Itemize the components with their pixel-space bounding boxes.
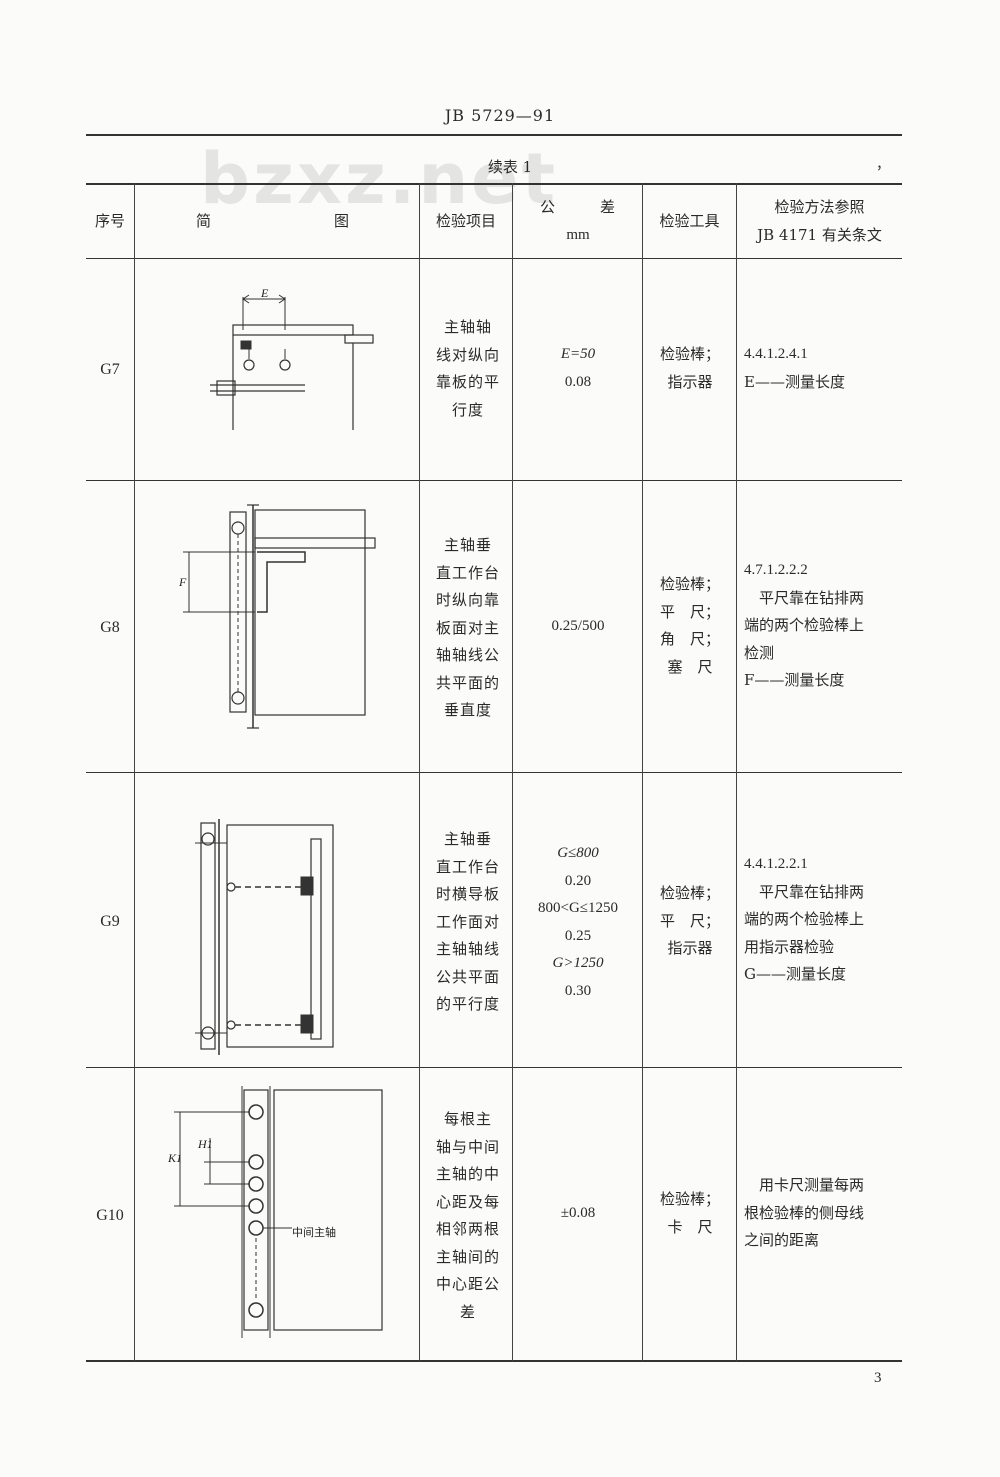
page-number: 3 xyxy=(874,1370,882,1386)
row-id: G8 xyxy=(100,619,120,636)
column-header-unit: mm xyxy=(566,227,590,243)
column-header-item: 检验项目 xyxy=(435,212,496,230)
column-header-seq: 序号 xyxy=(94,212,125,230)
inspection-tools: 检验棒； 指示器 xyxy=(659,345,720,391)
table-bottom-rule xyxy=(86,1360,902,1362)
inspection-tools: 检验棒； 平 尺； 指示器 xyxy=(659,884,720,957)
diagram-label-e: E xyxy=(260,286,269,300)
inspection-method: 用卡尺测量每两 根检验棒的侧母线 之间的距离 xyxy=(744,1176,865,1249)
continued-label: 续表 1 xyxy=(487,158,533,176)
column-header-method-2: JB 4171 有关条文 xyxy=(757,226,882,244)
column-header-tolerance-1: 公 xyxy=(540,198,556,216)
inspection-tools: 检验棒； 卡 尺 xyxy=(659,1190,720,1236)
col-rule xyxy=(134,183,135,1361)
row-rule xyxy=(86,1067,902,1068)
column-header-method-1: 检验方法参照 xyxy=(774,198,865,216)
col-rule xyxy=(419,183,420,1361)
col-rule xyxy=(642,183,643,1361)
inspection-method: 4.7.1.2.2.2 平尺靠在钻排两 端的两个检验棒上 检测 F——测量长度 xyxy=(744,562,865,689)
inspection-item: 主轴垂 直工作台 时纵向靠 板面对主 轴轴线公 共平面的 垂直度 xyxy=(435,536,500,719)
column-header-tools: 检验工具 xyxy=(659,212,720,230)
tolerance: ±0.08 xyxy=(560,1205,596,1221)
inspection-item: 每根主 轴与中间 主轴的中 心距及每 相邻两根 主轴间的 中心距公 差 xyxy=(435,1110,500,1321)
inspection-tools: 检验棒； 平 尺； 角 尺； 塞 尺 xyxy=(659,575,720,676)
tolerance: G≤800 0.20 800<G≤1250 0.25 G>1250 0.30 xyxy=(537,845,619,999)
stray-mark: ， xyxy=(876,157,890,173)
diagram-label-k1: K1 xyxy=(167,1151,182,1165)
tolerance: E=50 0.08 xyxy=(560,346,596,390)
inspection-method: 4.4.1.2.2.1 平尺靠在钻排两 端的两个检验棒上 用指示器检验 G——测… xyxy=(744,856,865,983)
header-bottom-rule xyxy=(86,258,902,259)
diagram-g10: K1 H1 中间主轴 xyxy=(167,1086,383,1338)
inspection-item: 主轴垂 直工作台 时横导板 工作面对 主轴轴线 公共平面 的平行度 xyxy=(435,830,500,1013)
header-rule xyxy=(86,134,902,136)
diagram-label-h1: H1 xyxy=(197,1137,213,1151)
diagram-g9 xyxy=(195,819,334,1055)
row-rule xyxy=(86,480,902,481)
diagram-label-f: F xyxy=(178,575,187,589)
document-code: JB 5729—91 xyxy=(444,106,556,125)
inspection-item: 主轴轴 线对纵向 靠板的平 行度 xyxy=(435,318,500,419)
diagram-label-center-spindle: 中间主轴 xyxy=(292,1225,336,1239)
col-rule xyxy=(736,183,737,1361)
watermark: bzxz.net xyxy=(200,138,559,220)
row-rule xyxy=(86,772,902,773)
column-header-diagram-2: 图 xyxy=(334,212,350,230)
column-header-diagram-1: 简 xyxy=(196,212,212,230)
diagram-g7: E xyxy=(210,286,374,430)
row-id: G10 xyxy=(96,1207,124,1224)
diagram-g8: F xyxy=(178,504,376,729)
tolerance: 0.25/500 xyxy=(551,618,605,634)
row-id: G9 xyxy=(100,913,120,930)
column-header-tolerance-2: 差 xyxy=(600,198,616,216)
col-rule xyxy=(512,183,513,1361)
row-id: G7 xyxy=(100,361,120,378)
inspection-method: 4.4.1.2.4.1 E——测量长度 xyxy=(744,346,845,391)
table-top-rule xyxy=(86,183,902,185)
